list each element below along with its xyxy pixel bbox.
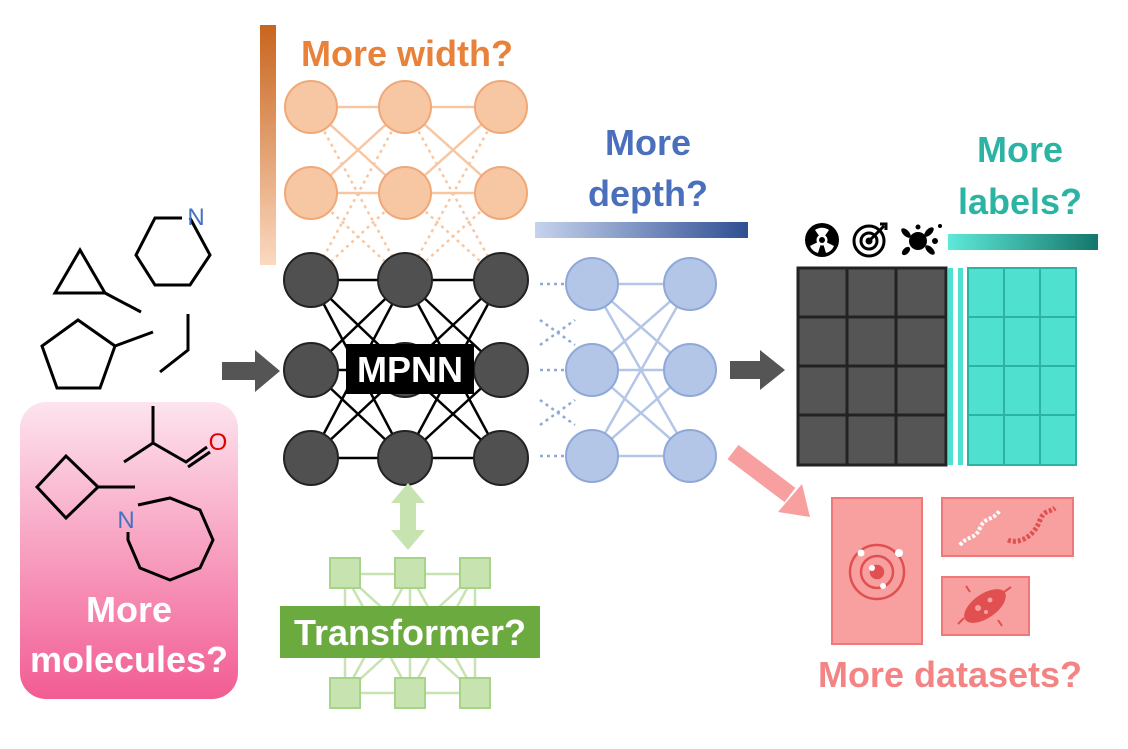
target-icon xyxy=(852,222,888,258)
transformer-section: Transformer? xyxy=(280,483,540,709)
transformer-label: Transformer? xyxy=(294,612,526,653)
depth-dotted-edges xyxy=(539,282,576,458)
labels-label-line2: labels? xyxy=(958,181,1082,222)
mpnn-nodes xyxy=(283,252,529,486)
arrow-to-mpnn xyxy=(222,350,280,392)
molecule-azocane xyxy=(126,496,215,582)
depth-gradient-bar xyxy=(535,222,748,238)
splat-icon xyxy=(901,224,942,256)
molecule-cyclopropyl xyxy=(52,247,142,314)
depth-nodes xyxy=(565,257,717,483)
molecules-label-line1: More xyxy=(86,589,172,630)
width-gradient-bar xyxy=(260,25,276,265)
label-matrix-new xyxy=(948,267,1077,466)
atom-n-1: N xyxy=(187,204,204,231)
transformer-nodes xyxy=(329,557,491,709)
width-section: More width? xyxy=(260,25,528,281)
depth-label-line2: depth? xyxy=(588,173,708,214)
mpnn-label-box xyxy=(346,344,474,394)
width-label: More width? xyxy=(301,33,513,74)
atom-icon xyxy=(848,543,906,601)
datasets-label: More datasets? xyxy=(818,654,1082,695)
width-nodes xyxy=(284,80,528,220)
bacteria-icon xyxy=(957,585,1012,627)
mpnn-label: MPNN xyxy=(357,349,463,390)
protein-icon xyxy=(958,505,1057,547)
atom-o: O xyxy=(209,429,228,456)
molecules-label-line2: molecules? xyxy=(30,639,228,680)
labels-gradient-bar xyxy=(948,234,1098,250)
radiation-icon xyxy=(805,223,839,257)
mpnn-network: MPNN xyxy=(283,252,529,486)
molecules-box xyxy=(20,402,238,699)
labels-section: More labels? xyxy=(796,129,1098,467)
arrow-to-labels xyxy=(730,350,785,390)
molecule-cyclopentyl xyxy=(40,318,154,390)
dataset-card-protein xyxy=(941,497,1074,557)
datasets-section: More datasets? xyxy=(818,497,1082,695)
arrow-to-datasets xyxy=(727,444,810,517)
molecules-panel: N O N More molecules? xyxy=(20,204,238,699)
molecule-ethyl xyxy=(159,314,190,374)
atom-n-2: N xyxy=(117,507,134,534)
transformer-label-box xyxy=(280,606,540,658)
molecule-cyclobutyl xyxy=(34,453,135,521)
molecule-piperidine xyxy=(134,216,212,287)
depth-label-line1: More xyxy=(605,122,691,163)
bidirectional-arrow xyxy=(391,483,425,550)
label-matrix-dark xyxy=(796,266,948,467)
depth-section: More depth? xyxy=(535,122,748,483)
labels-label-line1: More xyxy=(977,129,1063,170)
molecule-isobutyraldehyde xyxy=(123,406,211,469)
